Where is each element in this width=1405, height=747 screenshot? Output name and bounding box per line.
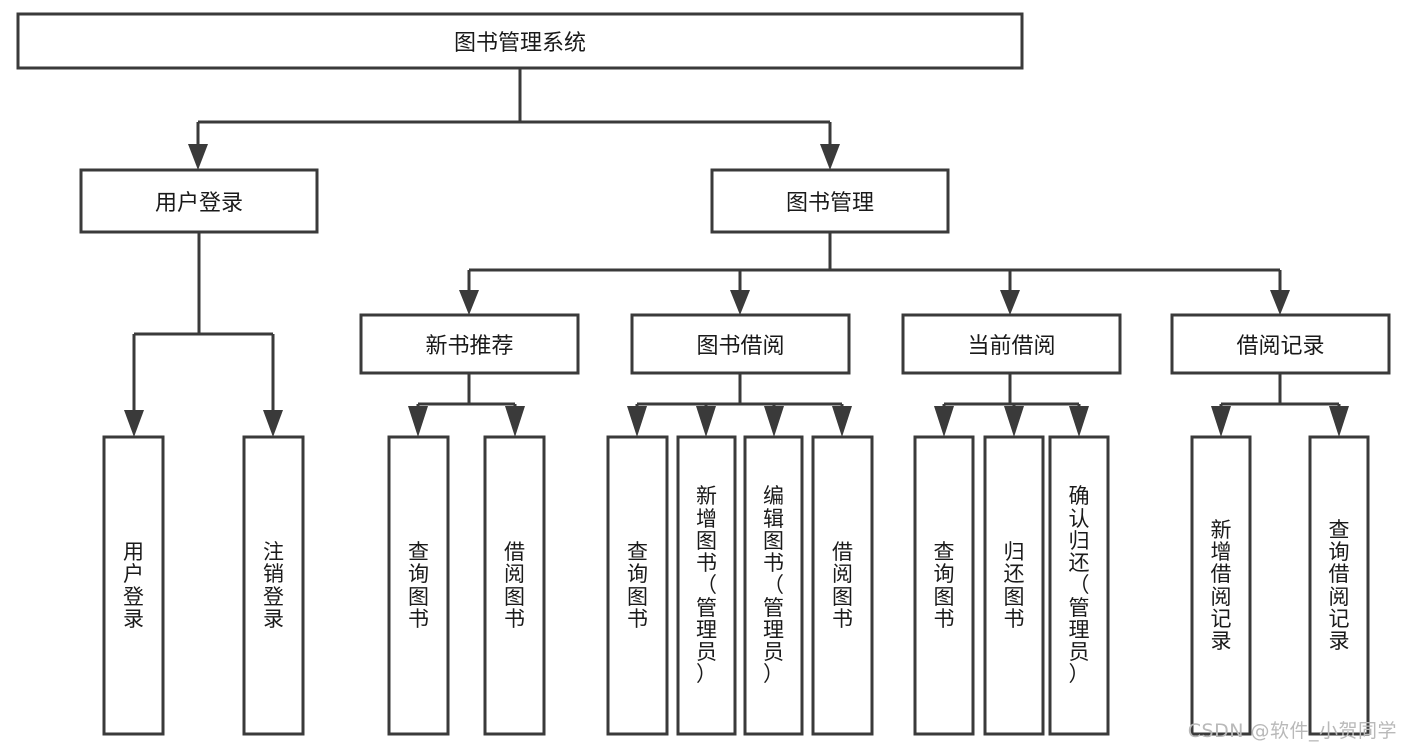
arrowhead-query-book-1 xyxy=(408,406,428,437)
leaf-box-edit-book[interactable] xyxy=(743,435,804,736)
arrowhead-user-login xyxy=(188,144,208,170)
arrowhead-query-book-3 xyxy=(934,406,954,437)
arrowhead-query-book-2 xyxy=(627,406,647,437)
arrowhead-book-mgmt xyxy=(820,144,840,170)
leaf-box-borrow-book-1[interactable] xyxy=(483,435,546,736)
arrowhead-borrow-record xyxy=(1270,290,1290,315)
leaf-box-confirm-return[interactable] xyxy=(1048,435,1110,736)
leaf-box-add-book[interactable] xyxy=(676,435,737,736)
arrowhead-book-borrow xyxy=(730,290,750,315)
node-box-user-login[interactable] xyxy=(79,168,319,234)
watermark: CSDN @软件_小贺同学 xyxy=(1187,720,1397,742)
leaf-box-return-book[interactable] xyxy=(983,435,1045,736)
arrowhead-add-book xyxy=(696,406,716,437)
arrowhead-leaf-logout xyxy=(263,410,283,437)
arrowhead-edit-book xyxy=(764,406,784,437)
arrowhead-confirm-return xyxy=(1069,406,1089,437)
leaf-box-user-login[interactable] xyxy=(102,435,165,736)
arrowhead-add-borrow-record xyxy=(1211,406,1231,437)
node-box-root[interactable] xyxy=(16,12,1024,70)
connectors-layer xyxy=(124,68,1349,437)
node-box-current-borrow[interactable] xyxy=(901,313,1122,375)
node-box-book-mgmt[interactable] xyxy=(710,168,950,234)
arrowhead-query-borrow-record xyxy=(1329,406,1349,437)
arrowhead-return-book xyxy=(1004,406,1024,437)
leaf-box-query-book-2[interactable] xyxy=(606,435,669,736)
arrowhead-new-book-rec xyxy=(459,290,479,315)
boxes-layer xyxy=(16,12,1391,736)
leaf-box-query-book-3[interactable] xyxy=(913,435,975,736)
arrowhead-borrow-book-2 xyxy=(832,406,852,437)
arrowhead-current-borrow xyxy=(1000,290,1020,315)
leaf-box-logout[interactable] xyxy=(242,435,305,736)
leaf-box-query-book-1[interactable] xyxy=(387,435,450,736)
leaf-box-borrow-book-2[interactable] xyxy=(811,435,874,736)
arrowhead-borrow-book-1 xyxy=(505,406,525,437)
arrowhead-leaf-user-login xyxy=(124,410,144,437)
node-box-borrow-record[interactable] xyxy=(1170,313,1391,375)
node-box-new-book-rec[interactable] xyxy=(359,313,580,375)
leaf-box-query-borrow-record[interactable] xyxy=(1308,435,1370,736)
leaf-box-add-borrow-record[interactable] xyxy=(1190,435,1252,736)
node-box-book-borrow[interactable] xyxy=(630,313,851,375)
